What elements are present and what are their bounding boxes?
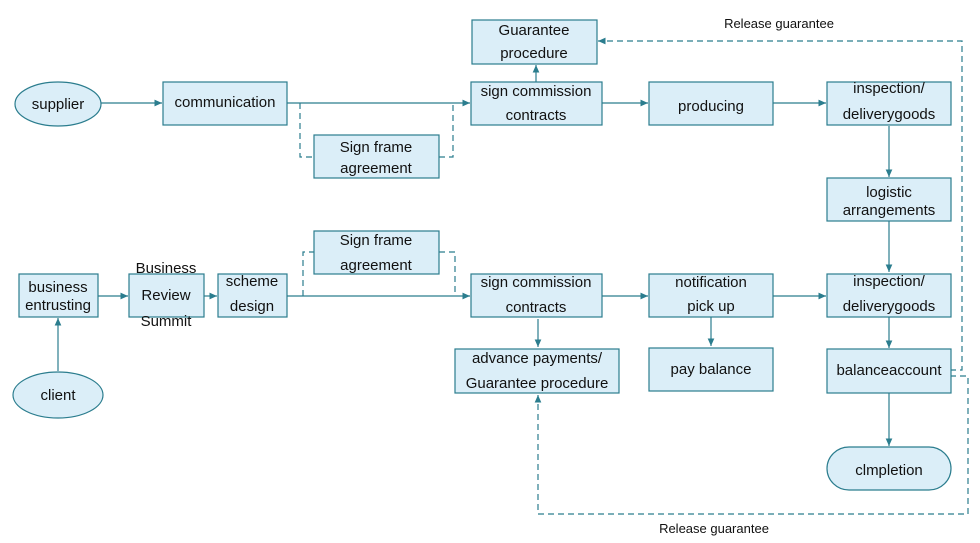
node-advance-payments: advance payments/ Guarantee procedure xyxy=(454,348,620,394)
node-logistic: logistic arrangements xyxy=(826,177,952,222)
node-business-review-line2: Review xyxy=(141,287,190,304)
node-logistic-line2: arrangements xyxy=(843,202,936,219)
edge-dash-frame-bottom-right xyxy=(439,251,456,296)
edge-label-release-guarantee-top: Release guarantee xyxy=(724,16,834,31)
edges xyxy=(54,37,969,515)
node-business-entrusting-line1: business xyxy=(28,279,87,296)
node-supplier-label: supplier xyxy=(32,96,85,113)
node-inspection-bottom-line2: deliverygoods xyxy=(843,298,936,315)
edge-dash-frame-top xyxy=(299,103,314,158)
edge-release-guarantee-top xyxy=(598,37,963,371)
node-sign-frame-bottom-line2: agreement xyxy=(340,257,413,274)
node-balance-account: balanceaccount xyxy=(826,348,952,394)
edge-label-release-guarantee-bottom: Release guarantee xyxy=(659,521,769,536)
node-inspection-top: inspection/ deliverygoods xyxy=(826,80,952,126)
node-sign-frame-top: Sign frame agreement xyxy=(313,134,440,179)
edge-dash-frame-top-right xyxy=(439,103,454,158)
node-notification-line2: pick up xyxy=(687,298,735,315)
node-sign-commission-bottom: sign commission contracts xyxy=(470,273,603,318)
node-client: client xyxy=(12,371,104,419)
node-pay-balance: pay balance xyxy=(648,347,774,392)
node-client-label: client xyxy=(40,387,76,404)
edge-dash-frame-bottom xyxy=(302,251,314,296)
node-scheme-design: scheme design xyxy=(217,273,288,318)
node-sign-commission-top-line1: sign commission xyxy=(481,83,592,100)
node-sign-commission-top-line2: contracts xyxy=(506,107,567,124)
node-notification-line1: notification xyxy=(675,274,747,291)
node-communication-label: communication xyxy=(175,94,276,111)
node-inspection-bottom-line1: inspection/ xyxy=(853,273,926,290)
node-sign-frame-top-line2: agreement xyxy=(340,160,413,177)
node-sign-commission-bottom-line2: contracts xyxy=(506,299,567,316)
node-sign-frame-bottom-line1: Sign frame xyxy=(340,232,413,249)
node-completion: clmpletion xyxy=(826,446,952,491)
node-completion-label: clmpletion xyxy=(855,462,923,479)
node-notification: notification pick up xyxy=(648,273,774,318)
node-sign-commission-bottom-line1: sign commission xyxy=(481,274,592,291)
node-business-entrusting-line2: entrusting xyxy=(25,297,91,314)
node-producing: producing xyxy=(648,81,774,126)
node-business-review-line3: Summit xyxy=(141,313,193,330)
node-business-review: Business Review Summit xyxy=(128,260,205,330)
node-inspection-top-line2: deliverygoods xyxy=(843,106,936,123)
node-scheme-design-line1: scheme xyxy=(226,273,279,290)
node-sign-commission-top: sign commission contracts xyxy=(470,81,603,126)
node-communication: communication xyxy=(162,81,288,126)
node-producing-label: producing xyxy=(678,98,744,115)
node-advance-payments-line2: Guarantee procedure xyxy=(466,375,609,392)
node-balance-account-label: balanceaccount xyxy=(836,362,942,379)
node-business-review-line1: Business xyxy=(136,260,197,277)
node-sign-frame-top-line1: Sign frame xyxy=(340,139,413,156)
node-pay-balance-label: pay balance xyxy=(671,361,752,378)
node-supplier: supplier xyxy=(14,81,102,127)
node-guarantee-procedure: Guarantee procedure xyxy=(471,19,598,65)
node-business-entrusting: business entrusting xyxy=(18,273,99,318)
node-inspection-top-line1: inspection/ xyxy=(853,80,926,97)
node-logistic-line1: logistic xyxy=(866,184,912,201)
node-advance-payments-line1: advance payments/ xyxy=(472,350,603,367)
edge-release-guarantee-bottom xyxy=(534,375,969,515)
node-inspection-bottom: inspection/ deliverygoods xyxy=(826,273,952,318)
node-scheme-design-line2: design xyxy=(230,298,274,315)
node-guarantee-procedure-line2: procedure xyxy=(500,45,568,62)
node-guarantee-procedure-line1: Guarantee xyxy=(499,22,570,39)
node-sign-frame-bottom: Sign frame agreement xyxy=(313,230,440,275)
